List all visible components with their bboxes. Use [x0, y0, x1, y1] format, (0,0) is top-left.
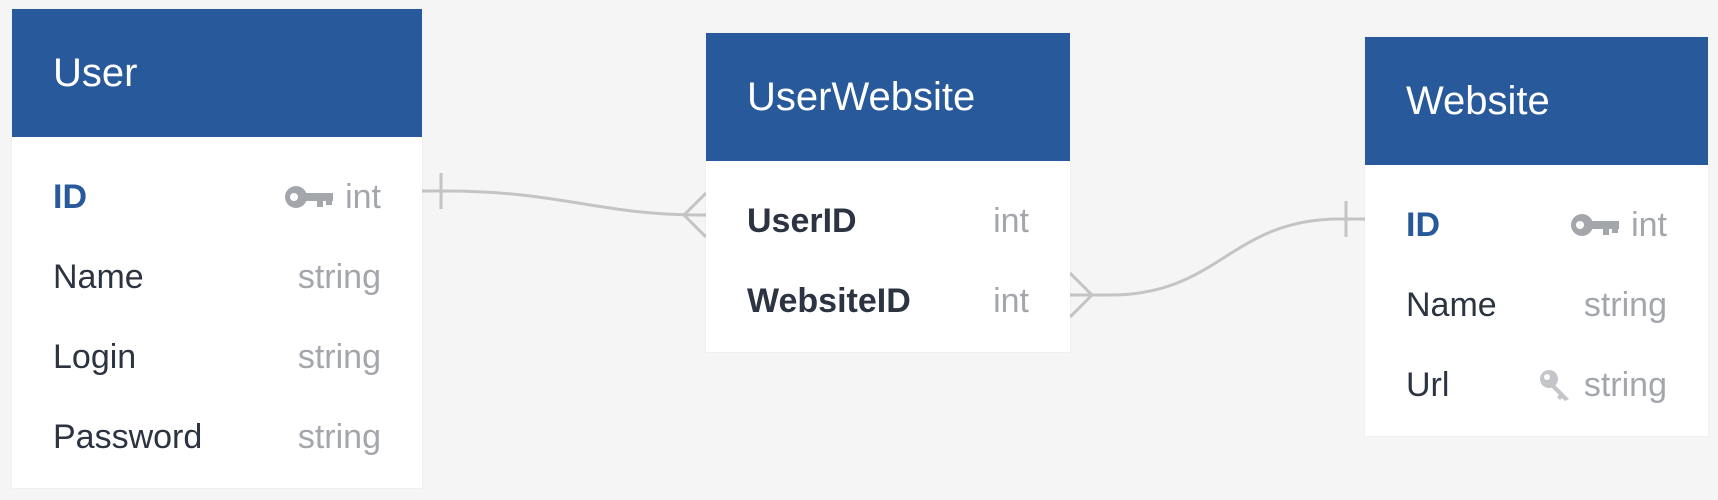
- entity-fields: ID int Name string Url string: [1365, 165, 1708, 425]
- primary-key-icon: [285, 184, 334, 210]
- entity-website[interactable]: Website ID int Name string Url string: [1365, 37, 1708, 436]
- field-type: string: [297, 257, 381, 296]
- primary-key-icon: [1571, 212, 1620, 238]
- many-cardinality-crowsfoot: [1068, 271, 1095, 319]
- field-name: WebsiteID: [747, 281, 911, 320]
- entity-fields: ID int Name string Login string Password…: [12, 137, 422, 477]
- field-name: Url: [1406, 365, 1450, 404]
- entity-header[interactable]: User: [12, 9, 422, 137]
- field-name: Login: [53, 337, 137, 376]
- field-type: string: [297, 337, 381, 376]
- field-type: int: [993, 201, 1029, 240]
- field-row[interactable]: UserID int: [706, 181, 1070, 261]
- entity-fields: UserID int WebsiteID int: [706, 161, 1070, 341]
- field-row[interactable]: ID int: [1365, 185, 1708, 265]
- field-row[interactable]: ID int: [12, 157, 422, 237]
- relationship-line-userwebsite-website[interactable]: [1070, 217, 1365, 297]
- many-cardinality-crowsfoot: [681, 191, 708, 239]
- entity-title: Website: [1406, 78, 1550, 123]
- field-row[interactable]: WebsiteID int: [706, 261, 1070, 341]
- entity-user[interactable]: User ID int Name string Login string Pas…: [12, 9, 422, 488]
- field-name: Password: [53, 417, 203, 456]
- field-row[interactable]: Login string: [12, 317, 422, 397]
- field-name: Name: [1406, 285, 1497, 324]
- field-name: ID: [1406, 205, 1440, 244]
- field-row[interactable]: Password string: [12, 397, 422, 477]
- entity-header[interactable]: Website: [1365, 37, 1708, 165]
- field-name: UserID: [747, 201, 857, 240]
- field-type: string: [297, 417, 381, 456]
- unique-key-icon: [1538, 368, 1572, 402]
- entity-title: UserWebsite: [747, 74, 976, 119]
- field-type: string: [1583, 365, 1667, 404]
- field-type: int: [345, 177, 381, 216]
- field-name: ID: [53, 177, 87, 216]
- entity-title: User: [53, 50, 138, 95]
- field-name: Name: [53, 257, 144, 296]
- field-type: string: [1583, 285, 1667, 324]
- field-row[interactable]: Url string: [1365, 345, 1708, 425]
- field-type: int: [993, 281, 1029, 320]
- entity-userwebsite[interactable]: UserWebsite UserID int WebsiteID int: [706, 33, 1070, 352]
- field-row[interactable]: Name string: [12, 237, 422, 317]
- entity-header[interactable]: UserWebsite: [706, 33, 1070, 161]
- relationship-line-user-userwebsite[interactable]: [422, 189, 706, 217]
- field-type: int: [1631, 205, 1667, 244]
- field-row[interactable]: Name string: [1365, 265, 1708, 345]
